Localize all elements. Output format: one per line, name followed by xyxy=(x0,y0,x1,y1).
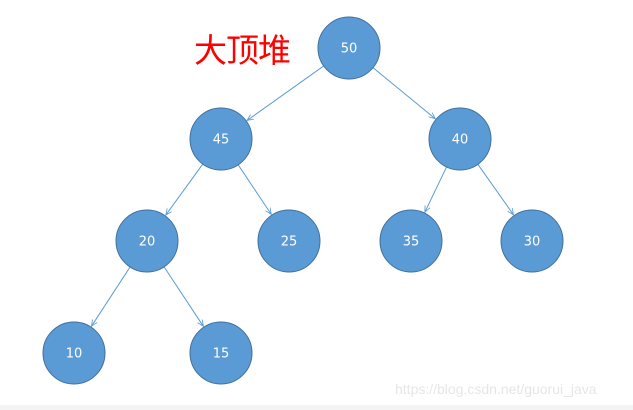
node-45: 45 xyxy=(189,107,253,171)
node-15: 15 xyxy=(189,321,253,385)
edge-n50-n45 xyxy=(247,65,325,120)
edge-n20-n15 xyxy=(163,266,203,326)
node-circle xyxy=(500,209,564,273)
edge-n40-n30 xyxy=(477,164,514,215)
node-label: 35 xyxy=(403,235,420,250)
watermark: https://blog.csdn.net/guorui_java xyxy=(395,381,597,397)
node-label: 45 xyxy=(213,133,230,148)
node-circle xyxy=(257,209,321,273)
node-circle xyxy=(189,107,253,171)
edge-n45-n25 xyxy=(237,164,271,215)
diagram-title: 大顶堆 xyxy=(194,31,291,70)
edge-n45-n20 xyxy=(166,163,204,215)
node-circle xyxy=(317,16,381,80)
node-30: 30 xyxy=(500,209,564,273)
node-label: 20 xyxy=(139,235,156,250)
bottom-divider xyxy=(0,405,633,410)
node-40: 40 xyxy=(428,107,492,171)
node-circle xyxy=(428,107,492,171)
edge-n20-n10 xyxy=(91,266,131,326)
node-label: 50 xyxy=(341,42,358,57)
node-circle xyxy=(115,209,179,273)
node-20: 20 xyxy=(115,209,179,273)
node-circle xyxy=(189,321,253,385)
edge-n50-n40 xyxy=(372,67,435,119)
node-circle xyxy=(379,209,443,273)
node-label: 40 xyxy=(452,133,469,148)
node-label: 25 xyxy=(281,235,298,250)
edge-n40-n35 xyxy=(424,166,448,212)
node-25: 25 xyxy=(257,209,321,273)
node-circle xyxy=(42,321,106,385)
node-label: 10 xyxy=(66,347,83,362)
node-50: 50 xyxy=(317,16,381,80)
node-label: 30 xyxy=(524,235,541,250)
node-10: 10 xyxy=(42,321,106,385)
node-label: 15 xyxy=(213,347,230,362)
node-35: 35 xyxy=(379,209,443,273)
